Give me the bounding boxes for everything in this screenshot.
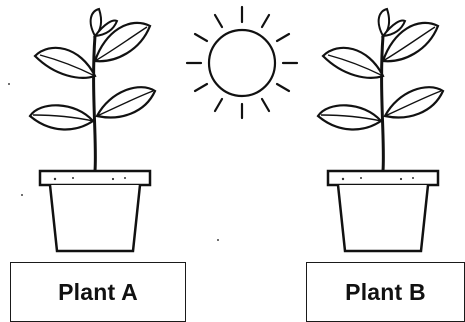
plant-a-label: Plant A (58, 279, 138, 306)
plant-a-icon (30, 9, 155, 251)
plant-a-label-box: Plant A (10, 262, 186, 322)
plant-b-label: Plant B (345, 279, 426, 306)
plant-b-label-box: Plant B (306, 262, 465, 322)
sun-icon (187, 7, 297, 118)
plant-b-icon (318, 9, 443, 251)
